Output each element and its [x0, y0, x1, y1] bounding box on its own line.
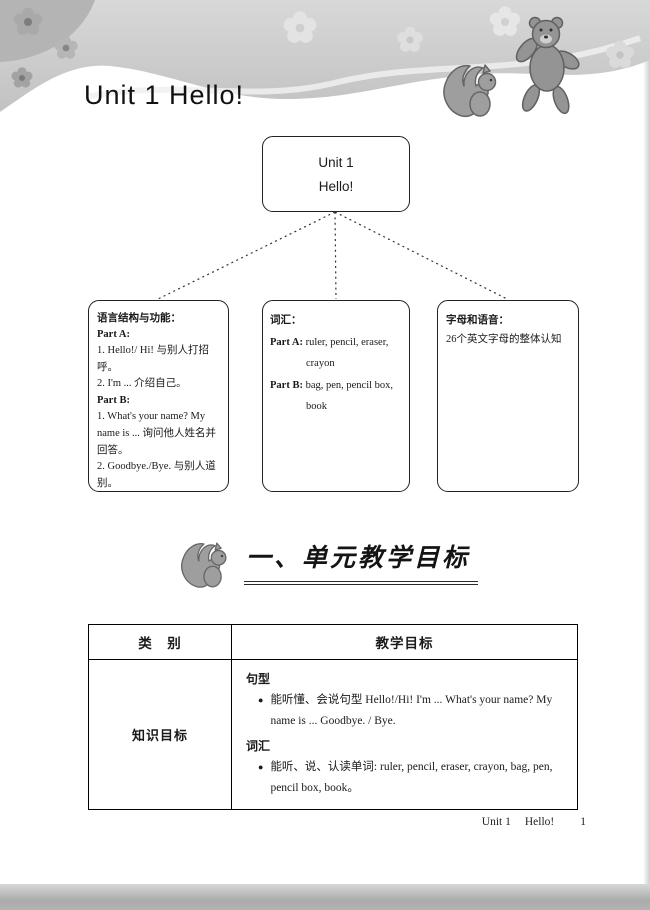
table-header-category: 类 别: [88, 624, 232, 660]
part-b-item-2: 2. Goodbye./Bye. 与别人道别。: [97, 461, 216, 489]
vocabulary-item: ● 能听、说、认读单词: ruler, pencil, eraser, cray…: [246, 757, 565, 800]
part-a-item-1: 1. Hello!/ Hi! 与别人打招呼。: [97, 345, 209, 373]
vocabulary-text: 能听、说、认读单词: ruler, pencil, eraser, crayon…: [270, 760, 553, 795]
section-header: 一、单元教学目标: [176, 532, 479, 592]
vocabulary-label: 词汇: [246, 738, 271, 753]
footer-unit: Unit 1: [481, 816, 511, 828]
bullet-icon: ●: [258, 695, 264, 706]
part-b-item-1: 1. What's your name? My name is ... 询问他人…: [97, 411, 216, 456]
vocab-part-b-words: bag, pen, pencil box,: [305, 379, 394, 391]
section-title: 一、单元教学目标: [244, 538, 479, 585]
vocab-part-a-words-2: crayon: [306, 358, 335, 370]
teaching-goals-table: 类 别 教学目标 知识目标 句型 ● 能听懂、会说句型 Hello!/Hi! I…: [88, 624, 578, 811]
footer-lesson: Hello!: [524, 816, 555, 828]
squirrel-illustration: [443, 64, 497, 118]
vocab-part-a-label: Part A:: [270, 336, 303, 348]
page-edge-shade: [643, 0, 650, 910]
bear-illustration: [515, 16, 580, 115]
flowchart-root-box: Unit 1 Hello!: [262, 136, 410, 212]
vocab-part-a-words: ruler, pencil, eraser,: [305, 336, 389, 348]
letters-sounds-line: 26个英文字母的整体认知: [446, 334, 562, 346]
sentence-pattern-label: 句型: [246, 672, 271, 686]
header-decoration: [0, 0, 650, 118]
vocab-part-a-line: Part A: ruler, pencil, eraser,: [270, 332, 405, 354]
page-title: Unit 1 Hello!: [84, 80, 245, 110]
table-header-row: 类 别 教学目标: [88, 624, 578, 660]
structure-function-heading: 语言结构与功能：: [97, 312, 181, 324]
part-a-label: Part A:: [97, 328, 130, 340]
part-b-label: Part B:: [97, 394, 130, 406]
category-cell: 知识目标: [88, 658, 232, 811]
flower-cluster: [11, 6, 635, 88]
table-row: 知识目标 句型 ● 能听懂、会说句型 Hello!/Hi! I'm ... Wh…: [88, 658, 578, 811]
part-a-item-2: 2. I'm ... 介绍自己。: [97, 378, 187, 390]
vocab-part-b-label: Part B:: [270, 379, 303, 391]
letters-sounds-heading: 字母和语音：: [446, 314, 509, 326]
table-header-goal: 教学目标: [231, 624, 578, 660]
letters-sounds-box: 字母和语音： 26个英文字母的整体认知: [437, 300, 579, 492]
root-box-line2: Hello!: [318, 178, 354, 194]
sentence-pattern-text: 能听懂、会说句型 Hello!/Hi! I'm ... What's your …: [270, 694, 553, 728]
vocabulary-heading: 词汇：: [270, 314, 302, 326]
banner-swoosh: [0, 0, 650, 112]
page-footer: Unit 1 Hello! 1: [0, 816, 586, 828]
footer-page-number: 1: [580, 816, 586, 828]
bullet-icon: ●: [258, 761, 264, 772]
sentence-pattern-item: ● 能听懂、会说句型 Hello!/Hi! I'm ... What's you…: [246, 690, 565, 733]
vocab-part-b-line: Part B: bag, pen, pencil box,: [270, 375, 405, 397]
vocab-part-b-words-2: book: [306, 401, 327, 413]
structure-function-box: 语言结构与功能： Part A: 1. Hello!/ Hi! 与别人打招呼。 …: [88, 300, 229, 492]
root-box-line1: Unit 1: [318, 154, 354, 170]
vocabulary-box: 词汇： Part A: ruler, pencil, eraser, crayo…: [262, 300, 410, 492]
bottom-decoration-band: [0, 884, 650, 910]
squirrel-icon: [181, 542, 227, 588]
goal-cell: 句型 ● 能听懂、会说句型 Hello!/Hi! I'm ... What's …: [231, 658, 578, 811]
